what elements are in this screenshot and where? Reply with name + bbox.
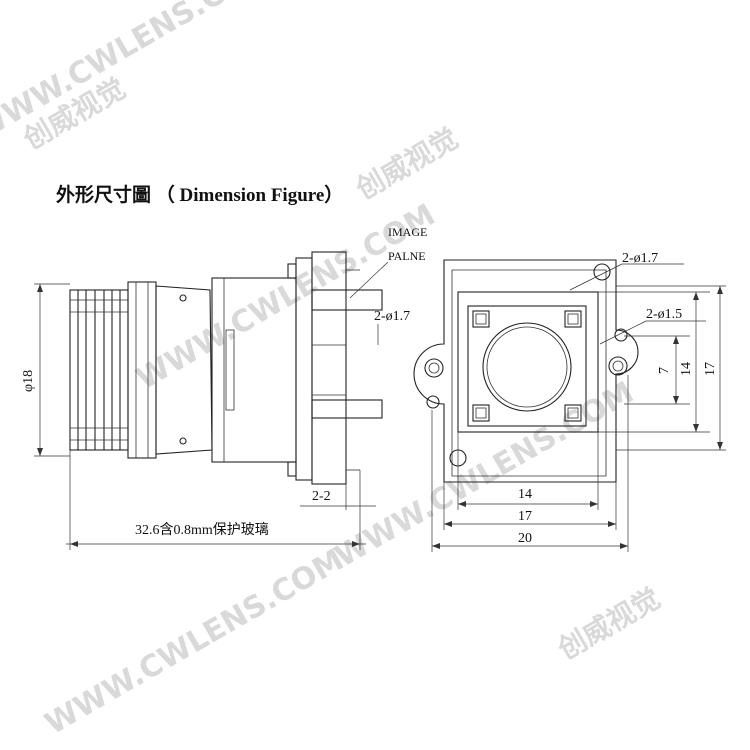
dim-14-v: 14 bbox=[679, 362, 694, 376]
total-length-label: 32.6含0.8mm保护玻璃 bbox=[135, 521, 269, 538]
lens-mount bbox=[287, 251, 383, 485]
watermark-text: WWW.CWLENS.COM bbox=[39, 542, 350, 742]
lens-barrel bbox=[69, 277, 297, 463]
image-plane-label-1: IMAGE bbox=[388, 225, 427, 239]
dim-7: 7 bbox=[657, 367, 672, 374]
side-view: φ18 bbox=[21, 225, 427, 550]
watermark-brand: 创威视觉 bbox=[551, 581, 665, 666]
side-hole-spec: 2-ø1.7 bbox=[374, 309, 410, 324]
pin-hole-left bbox=[426, 395, 440, 409]
diameter-label: φ18 bbox=[21, 370, 36, 392]
lens-opening bbox=[482, 322, 572, 412]
mount-hole-left bbox=[424, 358, 444, 378]
image-plane-label-2: PALNE bbox=[388, 249, 426, 263]
dim-17-v: 17 bbox=[703, 362, 718, 376]
offset-label: 2-2 bbox=[312, 489, 331, 504]
dim-14-h: 14 bbox=[518, 487, 532, 502]
watermark: WWW.CWLENS.COM WWW.CWLENS.COM WWW.CWLENS… bbox=[0, 0, 666, 742]
dim-20-h: 20 bbox=[518, 531, 532, 546]
mount-hole-right bbox=[608, 356, 628, 376]
front-view: 2-ø1.7 2-ø1.5 7 14 17 14 bbox=[413, 251, 726, 552]
inner-square bbox=[467, 305, 587, 427]
dim-17-h: 17 bbox=[518, 509, 532, 524]
front-hole-spec-top: 2-ø1.7 bbox=[622, 251, 658, 266]
watermark-brand: 创威视觉 bbox=[350, 121, 464, 206]
pin-hole-right bbox=[614, 328, 628, 342]
front-hole-spec-small: 2-ø1.5 bbox=[646, 307, 682, 322]
outer-square bbox=[457, 291, 599, 433]
page-title: 外形尺寸圖 （ Dimension Figure） bbox=[56, 185, 344, 206]
